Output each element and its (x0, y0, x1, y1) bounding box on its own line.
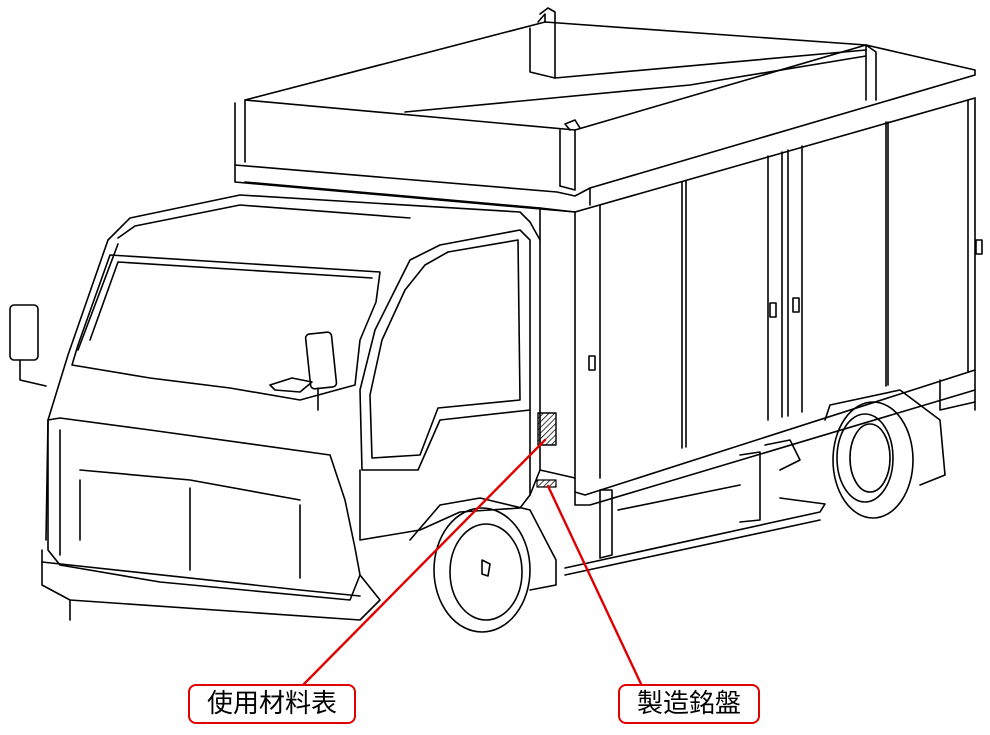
cab-roof (107, 194, 541, 241)
mirror-left (9, 304, 47, 387)
chassis (564, 439, 826, 576)
cargo-box (234, 7, 983, 506)
roof-rim-front (234, 44, 976, 197)
cab-door-window (359, 229, 531, 471)
mirror-right (304, 331, 338, 411)
manufacturer-nameplate (536, 479, 557, 488)
manufacturer-plate-label: 製造銘盤 (618, 684, 760, 724)
rear-wheel (824, 389, 946, 519)
leader-line-materials (302, 438, 547, 686)
leader-line-nameplate (546, 484, 643, 686)
front-wheel (409, 497, 557, 633)
materials-table-label: 使用材料表 (188, 684, 356, 724)
cab (41, 194, 541, 621)
materials-table-plate (537, 412, 557, 446)
cargo-side-wall (574, 97, 976, 496)
front-bumper (41, 549, 381, 621)
windshield (71, 254, 381, 401)
front-fascia (47, 417, 361, 601)
